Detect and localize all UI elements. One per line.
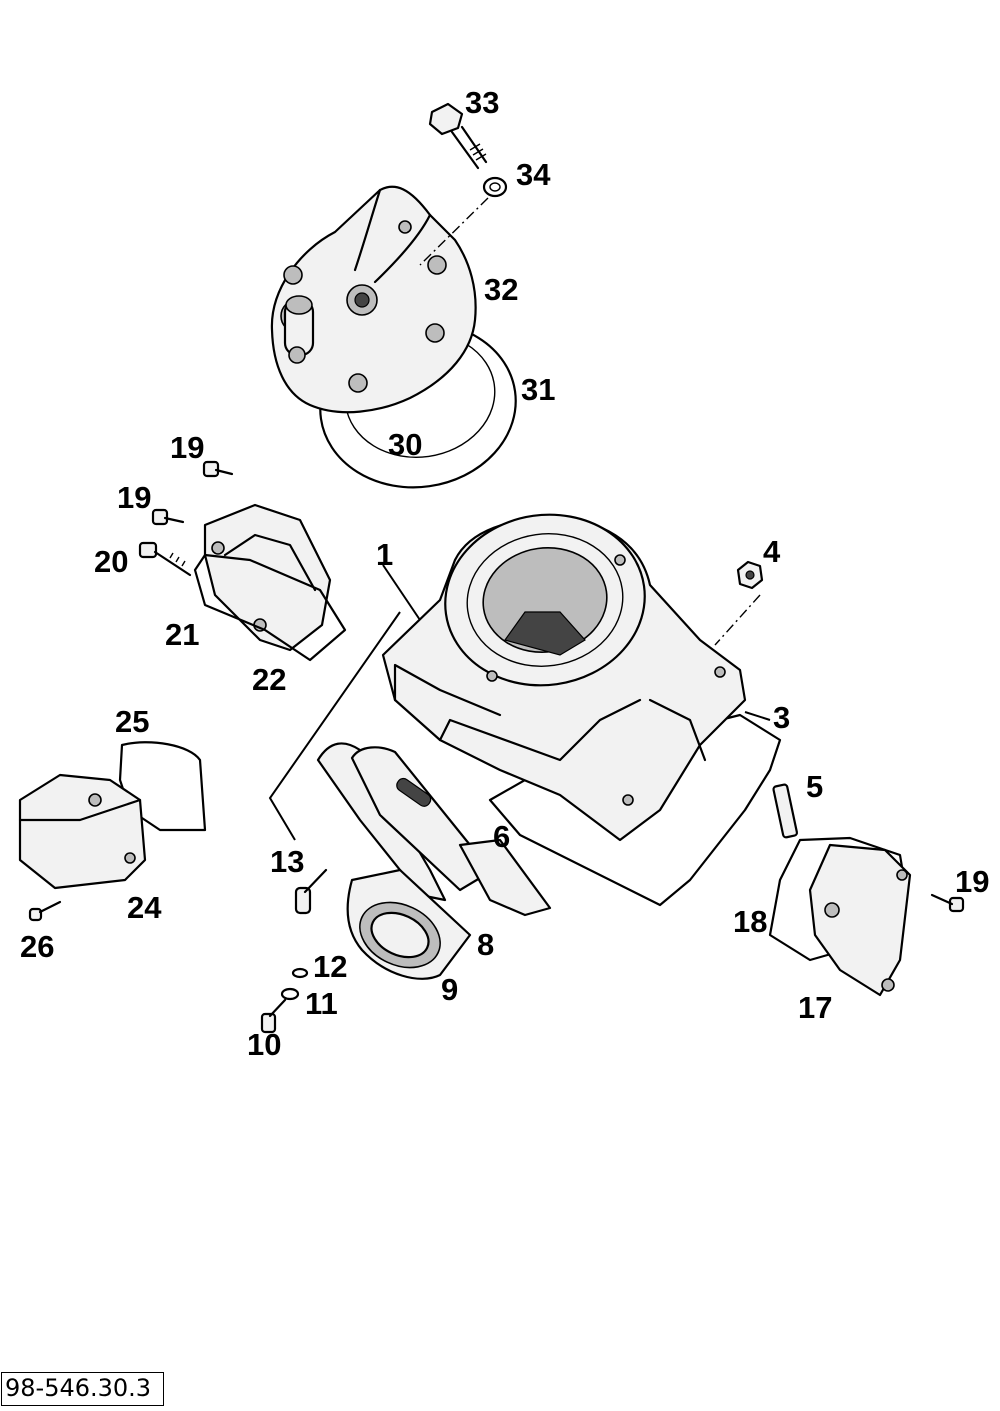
screw-19b xyxy=(151,508,185,526)
callout-31: 31 xyxy=(521,372,555,407)
callout-10: 10 xyxy=(247,1027,281,1062)
side-cover-screw xyxy=(28,900,62,922)
drawing-number: 98-546.30.3 xyxy=(1,1372,164,1406)
callout-20: 20 xyxy=(94,544,128,579)
callout-22: 22 xyxy=(252,662,286,697)
callout-13: 13 xyxy=(270,844,304,879)
callout-34: 34 xyxy=(516,157,551,192)
callout-4: 4 xyxy=(763,534,781,569)
side-cover-gasket xyxy=(118,741,207,832)
callout-19c: 19 xyxy=(955,864,989,899)
callout-1: 1 xyxy=(376,537,393,572)
screw-19a xyxy=(202,460,234,478)
callout-26: 26 xyxy=(20,929,54,964)
callout-9: 9 xyxy=(441,972,458,1007)
callout-32: 32 xyxy=(484,272,518,307)
leader-1 xyxy=(382,564,421,621)
screw-19c xyxy=(930,893,965,913)
callout-8: 8 xyxy=(477,927,494,962)
control-cover-gasket-left xyxy=(193,553,347,662)
head-bolt-washer xyxy=(482,176,508,198)
callout-6: 6 xyxy=(493,819,510,854)
intake-washers xyxy=(280,967,309,1001)
cylinder-stud xyxy=(772,783,799,839)
cylinder-head xyxy=(270,185,477,414)
callout-18: 18 xyxy=(733,904,767,939)
callout-19b: 19 xyxy=(117,480,151,515)
screw-20 xyxy=(138,541,192,577)
callout-12: 12 xyxy=(313,949,347,984)
callout-25: 25 xyxy=(115,704,149,739)
callout-30: 30 xyxy=(388,427,422,462)
callout-33: 33 xyxy=(465,85,499,120)
head-bolt xyxy=(428,102,488,170)
cylinder xyxy=(381,513,747,842)
callout-11: 11 xyxy=(305,986,338,1021)
leader-1-bracket xyxy=(268,611,401,841)
cylinder-nut xyxy=(736,560,764,590)
reed-valve xyxy=(316,742,552,917)
callout-3: 3 xyxy=(773,700,790,735)
control-cover-right xyxy=(808,843,912,997)
callout-21: 21 xyxy=(165,617,199,652)
side-cover xyxy=(18,773,147,890)
callout-19a: 19 xyxy=(170,430,204,465)
leader-3 xyxy=(744,711,771,721)
intake-flange xyxy=(346,868,472,980)
control-cover-left xyxy=(203,503,332,652)
callout-24: 24 xyxy=(127,890,162,925)
callout-5: 5 xyxy=(806,769,823,804)
intake-bolt xyxy=(294,868,328,915)
intake-small-bolt xyxy=(260,998,287,1034)
callout-17: 17 xyxy=(798,990,832,1025)
